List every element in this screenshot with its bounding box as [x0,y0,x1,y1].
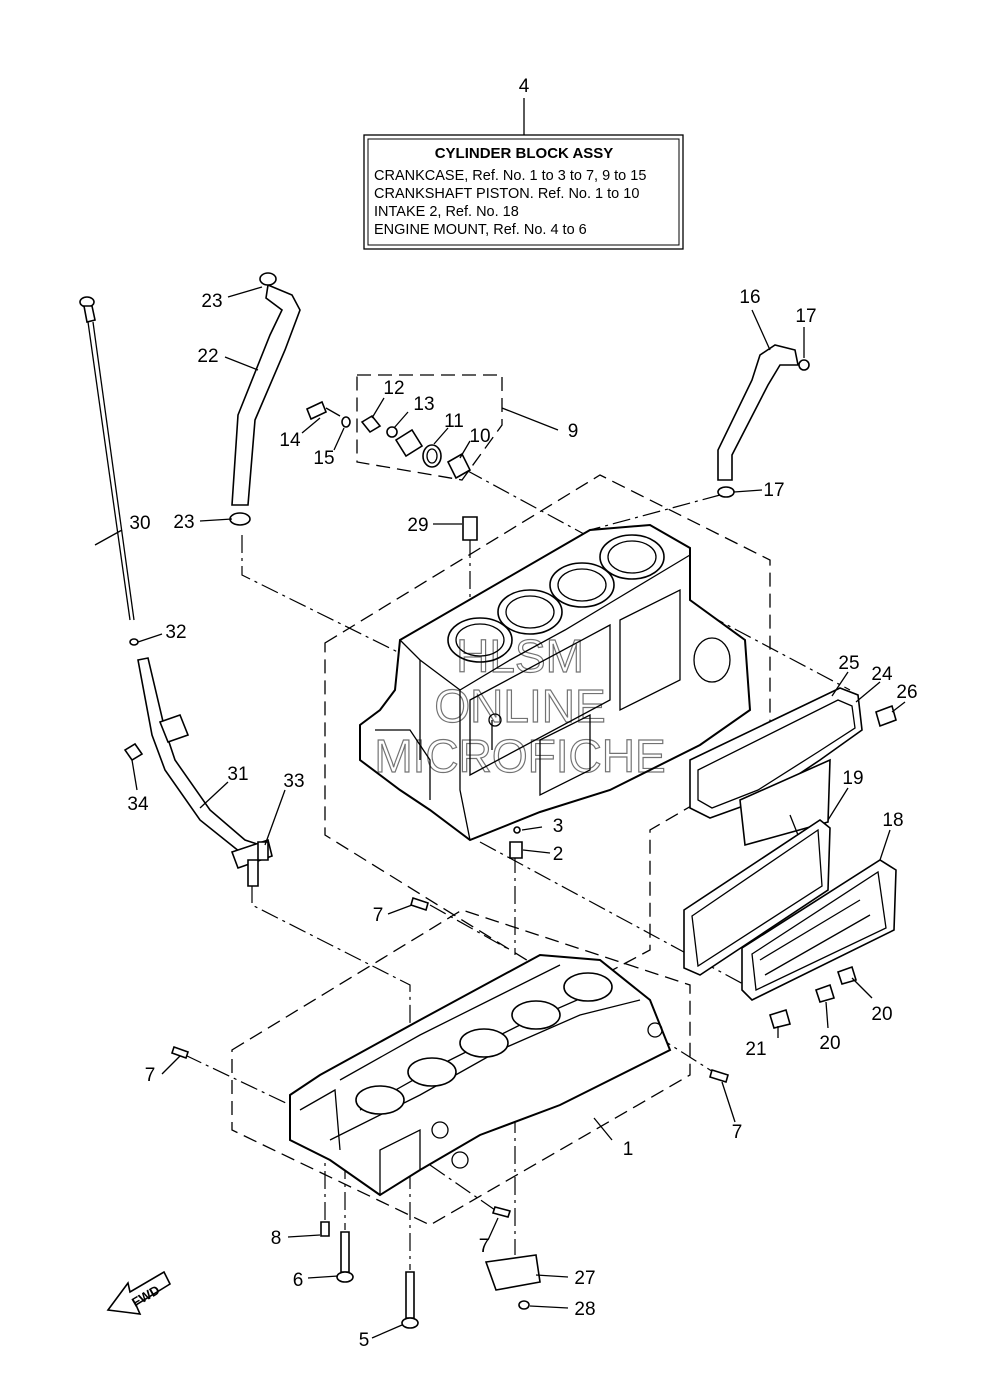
callout-26: 26 [896,682,917,703]
callout-34: 34 [127,794,149,815]
callout-29: 29 [407,515,428,536]
callout-6: 6 [293,1270,304,1291]
callout-17-top: 17 [795,306,816,327]
callouts: 23 22 23 14 15 12 13 11 10 9 29 16 17 17… [127,287,917,1351]
callout-8: 8 [271,1228,282,1249]
title-box-line-3: INTAKE 2, Ref. No. 18 [374,204,519,220]
callout-11: 11 [444,411,464,432]
callout-25: 25 [838,653,859,674]
callout-17-bottom: 17 [763,480,784,501]
callout-3: 3 [553,816,564,837]
callout-15: 15 [313,448,334,469]
callout-18: 18 [882,810,903,831]
callout-28: 28 [574,1299,595,1320]
title-box: 4 CYLINDER BLOCK ASSY CRANKCASE, Ref. No… [363,76,684,250]
small-parts [170,516,897,1329]
callout-1: 1 [623,1139,634,1160]
callout-7-left: 7 [145,1065,156,1086]
callout-14: 14 [279,430,301,451]
watermark-line-1: HLSM [456,630,584,682]
callout-13: 13 [413,394,434,415]
thermostat-group [305,400,472,480]
title-box-line-4: ENGINE MOUNT, Ref. No. 4 to 6 [374,222,587,238]
callout-9: 9 [568,421,579,442]
title-box-line-1: CRANKCASE, Ref. No. 1 to 3 to 7, 9 to 15 [374,168,646,184]
group-outlines [231,374,771,1226]
callout-7-bottom: 7 [479,1236,490,1257]
crankcase [289,953,672,1197]
title-box-heading: CYLINDER BLOCK ASSY [435,145,614,162]
callout-23-top: 23 [201,291,222,312]
leader-lines [94,286,906,1339]
callout-32: 32 [165,622,186,643]
callout-7-right: 7 [732,1122,743,1143]
callout-30: 30 [129,513,150,534]
callout-5: 5 [359,1330,370,1351]
callout-20-left: 20 [819,1033,840,1054]
callout-7-upper: 7 [373,905,384,926]
callout-12: 12 [383,378,404,399]
callout-20-right: 20 [871,1004,892,1025]
callout-16: 16 [739,287,760,308]
hose-16 [717,344,810,498]
callout-2: 2 [553,844,564,865]
callout-10: 10 [469,426,490,447]
callout-31: 31 [227,764,248,785]
title-box-line-2: CRANKSHAFT PISTON. Ref. No. 1 to 10 [374,186,639,202]
watermark-line-3: MICROFICHE [374,730,665,782]
watermark: HLSM ONLINE MICROFICHE [374,629,667,782]
covers-gaskets [683,687,897,1001]
callout-33: 33 [283,771,304,792]
cylinder-block [359,523,752,842]
callout-27: 27 [574,1268,595,1289]
dipstick-assembly [79,296,273,887]
callout-21: 21 [745,1039,766,1060]
hose-22 [229,272,301,526]
callout-24: 24 [871,664,893,685]
callout-23-bottom: 23 [173,512,194,533]
callout-22: 22 [197,346,218,367]
fwd-arrow-icon: FWD [106,1270,172,1315]
callout-19: 19 [842,768,863,789]
callout-4: 4 [519,76,530,97]
watermark-line-2: ONLINE [434,680,605,732]
